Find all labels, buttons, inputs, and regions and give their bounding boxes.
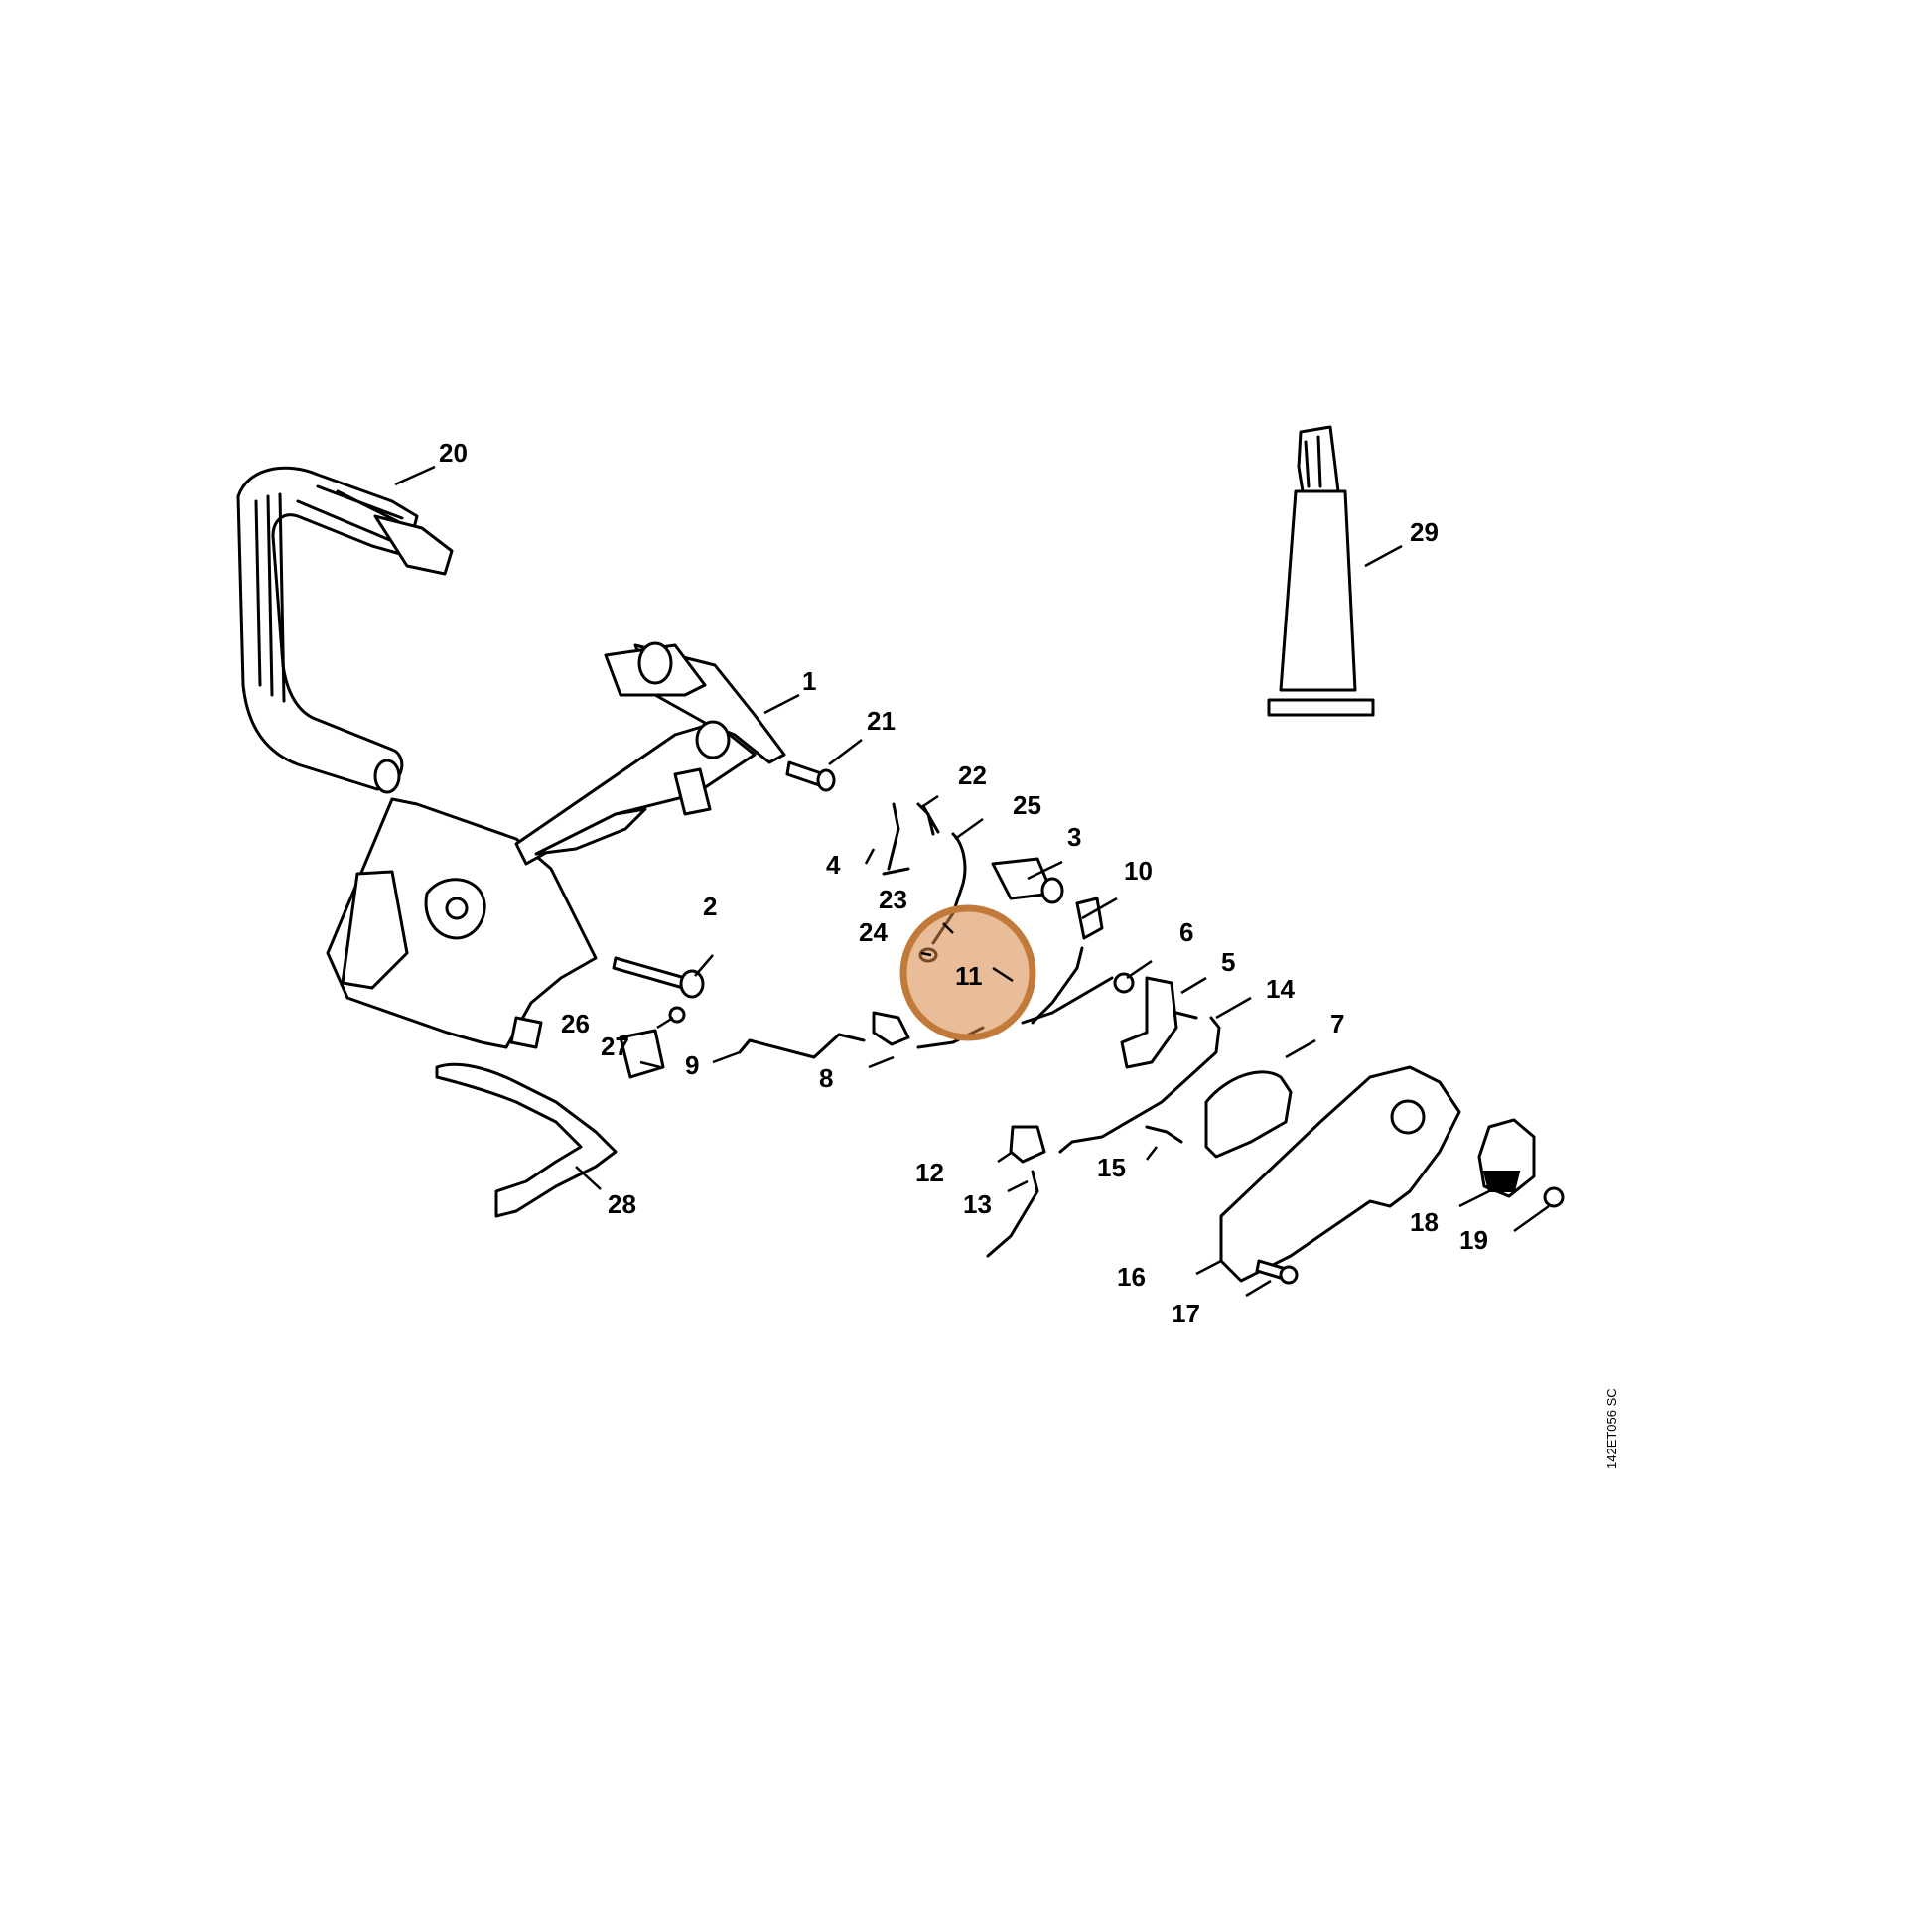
callout-29: 29: [1410, 517, 1439, 547]
callout-12: 12: [915, 1158, 944, 1187]
screw-part-27: [668, 1006, 686, 1024]
callout-20: 20: [439, 438, 468, 468]
cover-part-28: [435, 1062, 618, 1218]
callout-17: 17: [1172, 1299, 1200, 1328]
grease-tube-part-29: [1267, 425, 1375, 717]
rod-part-13: [986, 1170, 1039, 1258]
callout-26: 26: [561, 1009, 590, 1038]
bracket-part-12: [1009, 1125, 1046, 1164]
handle-part-16: [1219, 1065, 1461, 1283]
callout-8: 8: [819, 1063, 833, 1093]
callout-19: 19: [1459, 1225, 1488, 1255]
callout-11: 11: [955, 961, 983, 991]
handlebar-part-20: [236, 466, 454, 794]
callout-21: 21: [867, 706, 896, 736]
callout-24: 24: [859, 917, 888, 947]
callout-27: 27: [601, 1032, 629, 1061]
screw-part-21: [785, 760, 836, 792]
callout-16: 16: [1117, 1262, 1146, 1292]
callout-labels: 20 1 21 2 29 22 25 3 4 10 23 24 11 6 5 1…: [439, 438, 1488, 1328]
callout-1: 1: [802, 666, 816, 696]
callout-23: 23: [879, 885, 907, 914]
callout-4: 4: [826, 850, 841, 880]
callout-28: 28: [608, 1189, 636, 1219]
callout-7: 7: [1330, 1009, 1344, 1038]
handle-housing-part-1: [326, 641, 786, 1049]
screw-part-2: [612, 956, 705, 999]
callout-3: 3: [1067, 822, 1081, 852]
callout-18: 18: [1410, 1207, 1439, 1237]
screw-part-17: [1255, 1259, 1299, 1285]
lever-part-7: [1204, 1070, 1293, 1159]
callout-6: 6: [1179, 917, 1193, 947]
callout-22: 22: [958, 760, 987, 790]
lever-part-8: [872, 1011, 910, 1046]
callout-13: 13: [963, 1189, 992, 1219]
screw-part-19: [1543, 1186, 1565, 1208]
callout-14: 14: [1266, 974, 1295, 1004]
drawing-code-label: 142ET056 SC: [1604, 1388, 1619, 1469]
rods-14-15: [1058, 1016, 1221, 1154]
callout-25: 25: [1013, 790, 1041, 820]
callout-15: 15: [1097, 1153, 1126, 1182]
trigger-part-5: [1120, 976, 1198, 1069]
callout-10: 10: [1124, 856, 1153, 886]
callout-2: 2: [703, 892, 717, 921]
highlight-circle: [899, 904, 1036, 1041]
leader-lines: [394, 465, 1550, 1298]
callout-9: 9: [685, 1050, 699, 1080]
callout-5: 5: [1221, 947, 1235, 977]
rod-part-9: [738, 1033, 866, 1059]
cover-part-18: [1477, 1118, 1536, 1198]
